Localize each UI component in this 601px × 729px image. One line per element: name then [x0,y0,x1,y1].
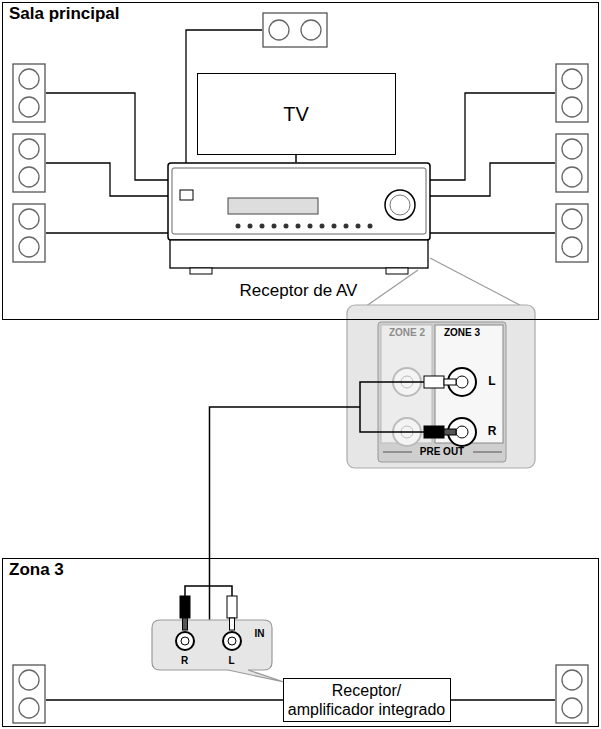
node-label: Receptor de AV [240,281,358,301]
receiver-body [168,163,430,240]
input-callout: R L IN [152,620,272,670]
pre-out-panel: ZONE 2 ZONE 3 L R PRE OUT [347,305,535,468]
terminal-label: ZONE 3 [444,327,480,339]
terminal-label: R [181,655,188,667]
speaker [13,64,45,122]
rca-plug-tip [444,379,456,385]
rca-jack [223,632,241,650]
speaker [13,665,45,723]
rca-jack [181,637,189,645]
receiver-front [172,168,426,234]
rca-plug-white [227,596,237,618]
callout-bubble [152,620,284,682]
rca-plug-tip [444,429,456,435]
cable-wire [185,586,232,596]
rca-jack [176,632,194,650]
connector [210,407,348,620]
rca-plug-black [424,426,444,438]
volume-knob [385,190,415,220]
bracket-line [473,452,502,453]
terminal-label: IN [255,628,265,640]
center-speaker [263,13,327,47]
receiver-foot [190,268,212,274]
rca-plug-tip [230,618,235,630]
speaker-wire [46,232,168,233]
speaker [556,64,588,122]
room-region: Sala principalTV Receptor de AV [2,2,599,320]
input-callout [152,586,284,682]
speaker-wire [46,163,168,196]
speaker-wire [430,232,555,233]
terminal-plate [378,322,506,462]
rca-plug-tip [183,618,188,630]
speaker-wire [430,93,555,180]
rca-jack [456,426,468,438]
node-label: Zona 3 [9,560,64,580]
speaker [556,204,588,262]
rca-jack [456,376,468,388]
inset-panel [347,305,535,468]
speaker [556,134,588,192]
cable-wire [347,382,424,432]
button-row [236,224,373,229]
zone-region: Zona 3 R L IN Receptor/ amplificador integra… [2,558,599,727]
node-label: Sala principal [9,4,120,24]
bracket-line [383,452,412,453]
zoom-line [430,258,533,312]
node-label: Receptor/ amplificador integrado [284,681,450,719]
pre-out-inset [347,305,535,468]
terminal-label: PRE OUT [420,446,464,458]
speaker-wire [430,163,555,196]
terminal-label: R [488,425,497,439]
av-receiver: Receptor de AV [168,163,430,303]
av-receiver-drawing [168,163,430,274]
receiver-foot [386,268,408,274]
tv-box: TV [197,73,396,155]
speaker [13,134,45,192]
display-window [228,198,318,214]
power-button [180,190,193,200]
speaker [556,665,588,723]
amplifier-box: Receptor/ amplificador integrado [283,678,451,722]
terminal-label: L [488,375,495,389]
connector [295,155,297,163]
speaker-wire [46,93,168,180]
rca-plug-white [424,376,444,388]
volume-knob [390,195,410,215]
speaker-wires [46,30,555,233]
speaker [13,204,45,262]
terminal-label: L [228,655,234,667]
node-label: TV [279,102,313,126]
receiver-lower-panel [170,240,428,268]
terminal-label: ZONE 2 [389,327,425,339]
rca-plug-black [180,596,190,618]
rca-jack [228,637,236,645]
